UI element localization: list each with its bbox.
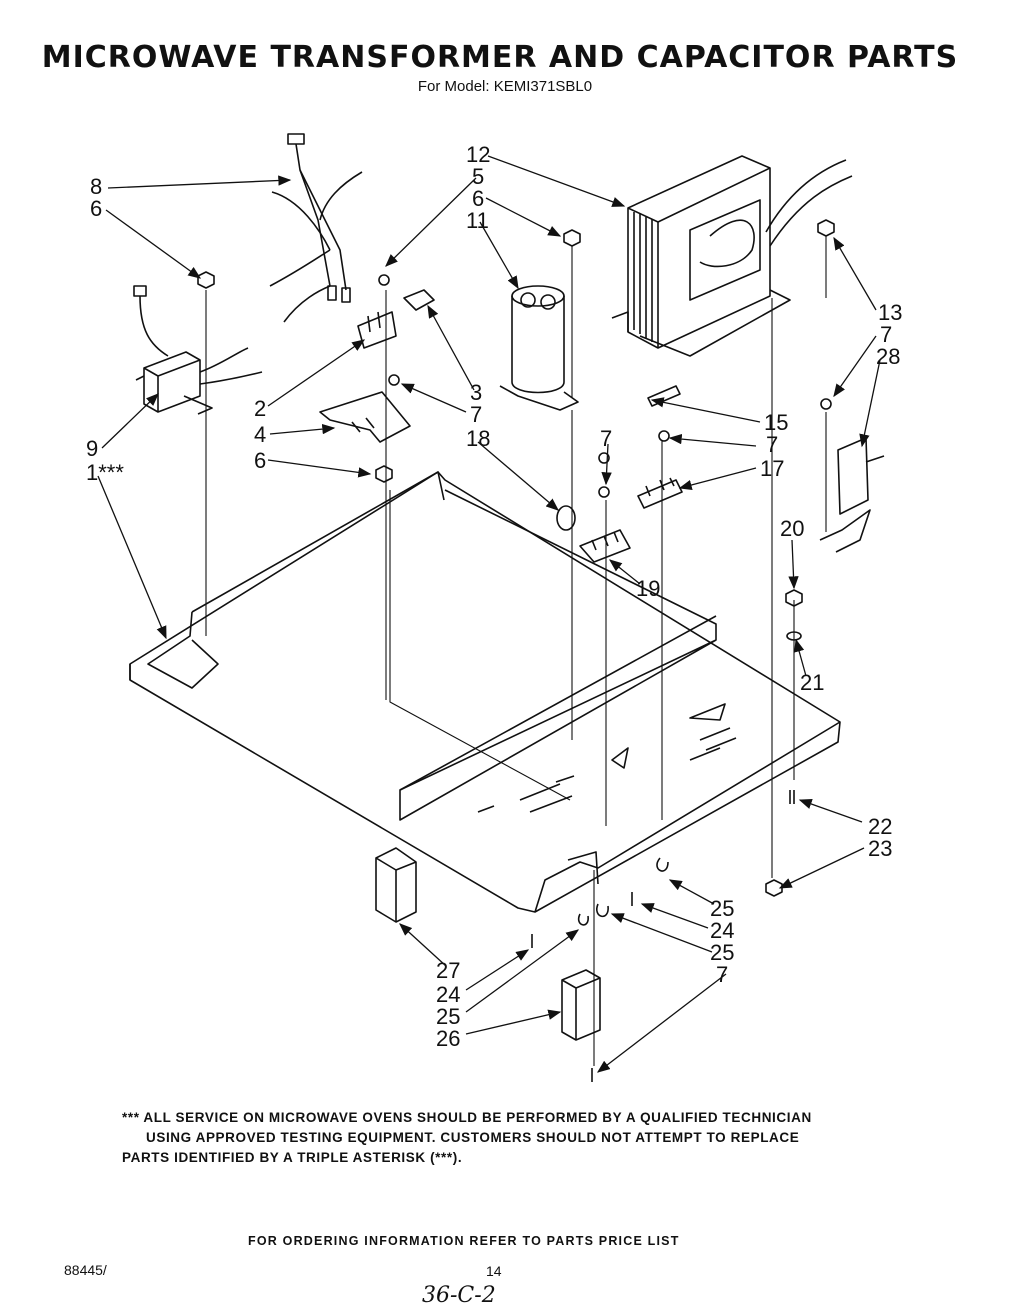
callout-24: 24 <box>710 918 734 943</box>
fuse-bracket <box>319 311 411 443</box>
switch-block <box>579 529 631 563</box>
page-number: 14 <box>486 1263 502 1279</box>
callout-6: 6 <box>90 196 102 221</box>
callout-7: 7 <box>470 402 482 427</box>
fasteners <box>197 219 835 1082</box>
high-voltage-capacitor <box>499 285 579 411</box>
callout-numbers: 12 5 6 11 8 6 13 7 28 3 7 2 4 18 6 9 1**… <box>86 142 902 1051</box>
callout-6: 6 <box>254 448 266 473</box>
callout-5: 5 <box>472 164 484 189</box>
callout-7: 7 <box>766 432 778 457</box>
callout-15: 15 <box>764 410 788 435</box>
callout-25: 25 <box>436 1004 460 1029</box>
front-foot <box>561 969 601 1041</box>
callout-9: 9 <box>86 436 98 461</box>
thermal-cutout <box>403 289 435 311</box>
callout-12: 12 <box>466 142 490 167</box>
callout-2: 2 <box>254 396 266 421</box>
note-line-2: USING APPROVED TESTING EQUIPMENT. CUSTOM… <box>146 1130 800 1145</box>
callout-28: 28 <box>876 344 900 369</box>
callout-3: 3 <box>470 380 482 405</box>
fuse <box>647 385 681 407</box>
callout-8: 8 <box>90 174 102 199</box>
callout-20: 20 <box>780 516 804 541</box>
callout-26: 26 <box>436 1026 460 1051</box>
callout-23: 23 <box>868 836 892 861</box>
high-voltage-transformer <box>611 155 853 357</box>
callout-4: 4 <box>254 422 266 447</box>
wire-harness <box>269 133 363 323</box>
note-line-1: *** ALL SERVICE ON MICROWAVE OVENS SHOUL… <box>122 1110 812 1125</box>
page-title: MICROWAVE TRANSFORMER AND CAPACITOR PART… <box>41 40 959 75</box>
callout-13: 13 <box>878 300 902 325</box>
terminal-block <box>637 477 683 509</box>
callout-7: 7 <box>600 426 612 451</box>
callout-7: 7 <box>880 322 892 347</box>
callout-11: 11 <box>466 208 489 233</box>
document-number: 88445/ <box>64 1262 107 1278</box>
callout-24: 24 <box>436 982 460 1007</box>
callout-25: 25 <box>710 896 734 921</box>
callout-6: 6 <box>472 186 484 211</box>
service-warning-note: *** ALL SERVICE ON MICROWAVE OVENS SHOUL… <box>122 1108 892 1168</box>
base-plate <box>129 471 841 913</box>
assembly-guide-lines <box>205 236 827 1066</box>
callout-19: 19 <box>636 576 660 601</box>
callout-22: 22 <box>868 814 892 839</box>
filament-transformer <box>133 285 263 415</box>
model-line: For Model: KEMI371SBL0 <box>417 78 593 95</box>
thermistor-disc <box>556 505 576 531</box>
handwritten-note: 36-C-2 <box>422 1283 496 1308</box>
ordering-info: FOR ORDERING INFORMATION REFER TO PARTS … <box>248 1234 680 1248</box>
callout-17: 17 <box>760 456 784 481</box>
callout-21: 21 <box>800 670 824 695</box>
monitor-bracket <box>819 437 885 553</box>
callout-25: 25 <box>710 940 734 965</box>
note-line-3: PARTS IDENTIFIED BY A TRIPLE ASTERISK (*… <box>122 1150 463 1165</box>
callout-7: 7 <box>716 962 728 987</box>
callout-27: 27 <box>436 958 460 983</box>
callout-18: 18 <box>466 426 490 451</box>
callout-1: 1*** <box>86 460 124 485</box>
side-foot <box>375 847 417 923</box>
leader-lines <box>97 155 881 1073</box>
